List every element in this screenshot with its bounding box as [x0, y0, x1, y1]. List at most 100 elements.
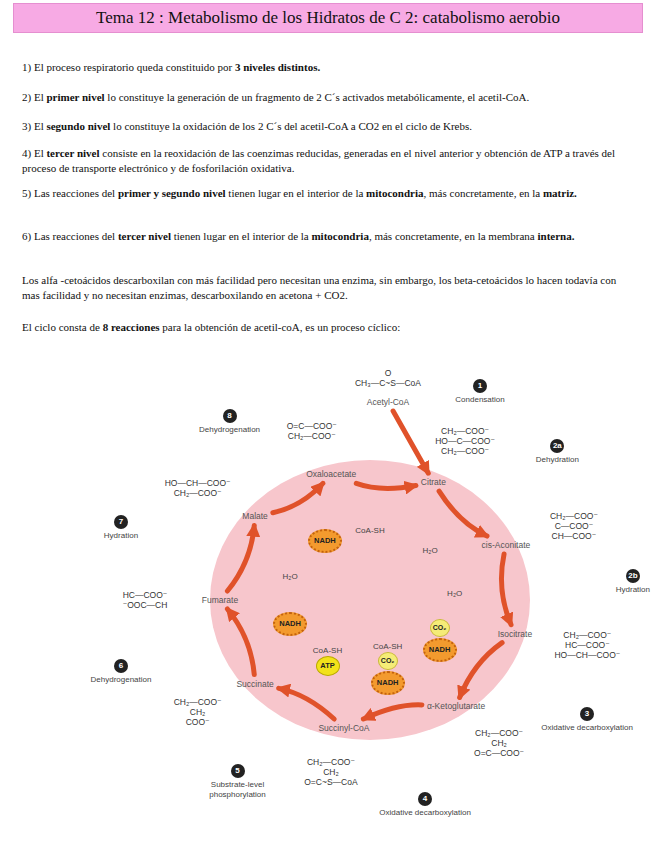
page-title: Tema 12 : Metabolismo de los Hidratos de… — [96, 8, 560, 28]
formula-line: CH₂—COO⁻ — [165, 488, 231, 498]
title-bar: Tema 12 : Metabolismo de los Hidratos de… — [13, 3, 643, 33]
body-text: 5) Las reacciones del — [22, 187, 115, 199]
formula-line: CH₃—C~S—CoA — [355, 378, 421, 388]
structural-formula: CH₂—COO⁻HC—COO⁻HO—CH—COO⁻ — [554, 630, 620, 660]
step-products: CO₂ NADH — [423, 619, 457, 662]
cycle-arrow — [460, 643, 502, 698]
bold-text: tercer nivel — [46, 147, 99, 159]
reaction-step: 1Condensation — [455, 379, 504, 405]
formula-line: CH₂—COO⁻ — [554, 630, 620, 640]
formula-line: CH₂—COO⁻ — [435, 446, 495, 456]
reaction-step: 7Hydration — [104, 515, 138, 541]
step-name: Dehydrogenation — [199, 425, 260, 435]
formula-line: CH₂—COO⁻ — [474, 728, 524, 738]
node-text: NADH — [429, 645, 451, 654]
body-text: tienen lugar en el interior de la — [228, 187, 363, 199]
formula-line: CH₂—COO⁻ — [174, 697, 222, 707]
bold-text: mitocondria — [366, 187, 423, 199]
co2-circle: CO₂ — [378, 652, 398, 670]
bold-text: 8 reacciones — [103, 321, 160, 333]
nadh-burst: NADH — [308, 529, 342, 553]
cycle-arrow — [356, 483, 416, 488]
structural-formula: O=C—COO⁻CH₂—COO⁻ — [287, 421, 337, 441]
node-text: Succinyl-CoA — [318, 723, 369, 733]
byproduct-label: H₂O — [423, 546, 438, 555]
step-products: NADH — [308, 529, 342, 553]
formula-line: CH₂—COO⁻ — [304, 757, 357, 767]
paragraph: 2) El primer nivel lo constituye la gene… — [22, 90, 634, 105]
node-text: ATP — [320, 661, 334, 670]
formula-line: HO—CH—COO⁻ — [165, 478, 231, 488]
cycle-arrow — [273, 483, 323, 512]
bold-text: primer y segundo nivel — [118, 187, 226, 199]
node-text: Oxaloacetate — [306, 469, 356, 479]
formula-line: O — [355, 368, 421, 378]
nadh-burst: NADH — [273, 612, 307, 636]
callout-number: 1 — [473, 379, 487, 393]
bold-text: segundo nivel — [46, 120, 110, 132]
nadh-burst: NADH — [423, 638, 457, 662]
callout-number: 7 — [114, 515, 128, 529]
body-text: 6) Las reacciones del — [22, 230, 115, 242]
step-name: Condensation — [455, 395, 504, 405]
callout-number: 3 — [580, 707, 594, 721]
structural-formula: CH₂—COO⁻HO—C—COO⁻CH₂—COO⁻ — [435, 426, 495, 456]
reaction-step: 2bHydration — [616, 569, 650, 595]
body-text: lo constituye la generación de un fragme… — [107, 91, 529, 103]
formula-line: HO—C—COO⁻ — [435, 436, 495, 446]
metabolite-name: Citrate — [419, 476, 448, 488]
structural-formula: HC—COO⁻⁻OOC—CH — [123, 590, 168, 610]
bold-text: tercer nivel — [118, 230, 171, 242]
paragraph: 3) El segundo nivel lo constituye la oxi… — [22, 119, 634, 134]
atp-circle: ATP — [316, 656, 340, 676]
formula-line: COO⁻ — [174, 717, 222, 727]
paragraph: 6) Las reacciones del tercer nivel tiene… — [22, 229, 634, 244]
metabolite-name: Fumarate — [200, 594, 240, 606]
metabolite-name: Succinyl-CoA — [316, 722, 371, 734]
cycle-disc — [210, 460, 530, 740]
step-name: Hydration — [616, 585, 650, 595]
step-name: Oxidative decarboxylation — [541, 723, 633, 733]
cycle-arrow — [363, 705, 421, 719]
step-products: NADH — [273, 612, 307, 636]
node-text: Malate — [242, 511, 268, 521]
node-text: CO₂ — [433, 624, 447, 631]
step-products: H₂O — [423, 546, 438, 555]
structural-formula: CH₂—COO⁻CH₂COO⁻ — [174, 697, 222, 727]
body-text: lo constituye la oxidación de los 2 C´s … — [113, 120, 472, 132]
metabolite-name: Acetyl-CoA — [365, 396, 412, 408]
cycle-arrow — [501, 554, 511, 625]
reaction-step: 5Substrate-level phosphorylation — [192, 764, 284, 800]
body-text: , más concretamente, en la membrana — [369, 230, 535, 242]
body-text: 3) El — [22, 120, 44, 132]
callout-number: 2a — [550, 439, 564, 453]
byproduct-label: CoA-SH — [373, 642, 402, 651]
cycle-arrow — [227, 609, 254, 675]
step-name: Dehydration — [536, 455, 579, 465]
bold-text: primer nivel — [46, 91, 104, 103]
node-text: NADH — [377, 678, 399, 687]
node-text: Fumarate — [202, 595, 238, 605]
node-text: Acetyl-CoA — [367, 397, 410, 407]
step-name: Dehydrogenation — [91, 675, 152, 685]
formula-line: O=C~S—CoA — [304, 777, 357, 787]
step-products: H₂O — [447, 589, 462, 598]
bold-text: interna. — [538, 230, 575, 242]
formula-line: HC—COO⁻ — [554, 640, 620, 650]
byproduct-label: CoA-SH — [355, 526, 384, 535]
formula-line: ⁻OOC—CH — [123, 600, 168, 610]
metabolite-name: Oxaloacetate — [304, 468, 358, 480]
paragraph: 5) Las reacciones del primer y segundo n… — [22, 186, 634, 201]
body-text: tienen lugar en el interior de la — [174, 230, 309, 242]
paragraph: 4) El tercer nivel consiste en la reoxid… — [22, 146, 634, 176]
bold-text: 3 niveles distintos. — [235, 61, 320, 73]
body-text: 1) El proceso respiratorio queda constit… — [22, 61, 232, 73]
reaction-step: 4Oxidative decarboxylation — [379, 792, 471, 818]
step-name: Hydration — [104, 531, 138, 541]
node-text: α-Ketoglutarate — [427, 701, 485, 711]
callout-number: 5 — [231, 764, 245, 778]
formula-line: C—COO⁻ — [550, 521, 598, 531]
formula-line: O=C—COO⁻ — [287, 421, 337, 431]
step-products: CoA-SHCO₂ NADH — [371, 642, 405, 695]
